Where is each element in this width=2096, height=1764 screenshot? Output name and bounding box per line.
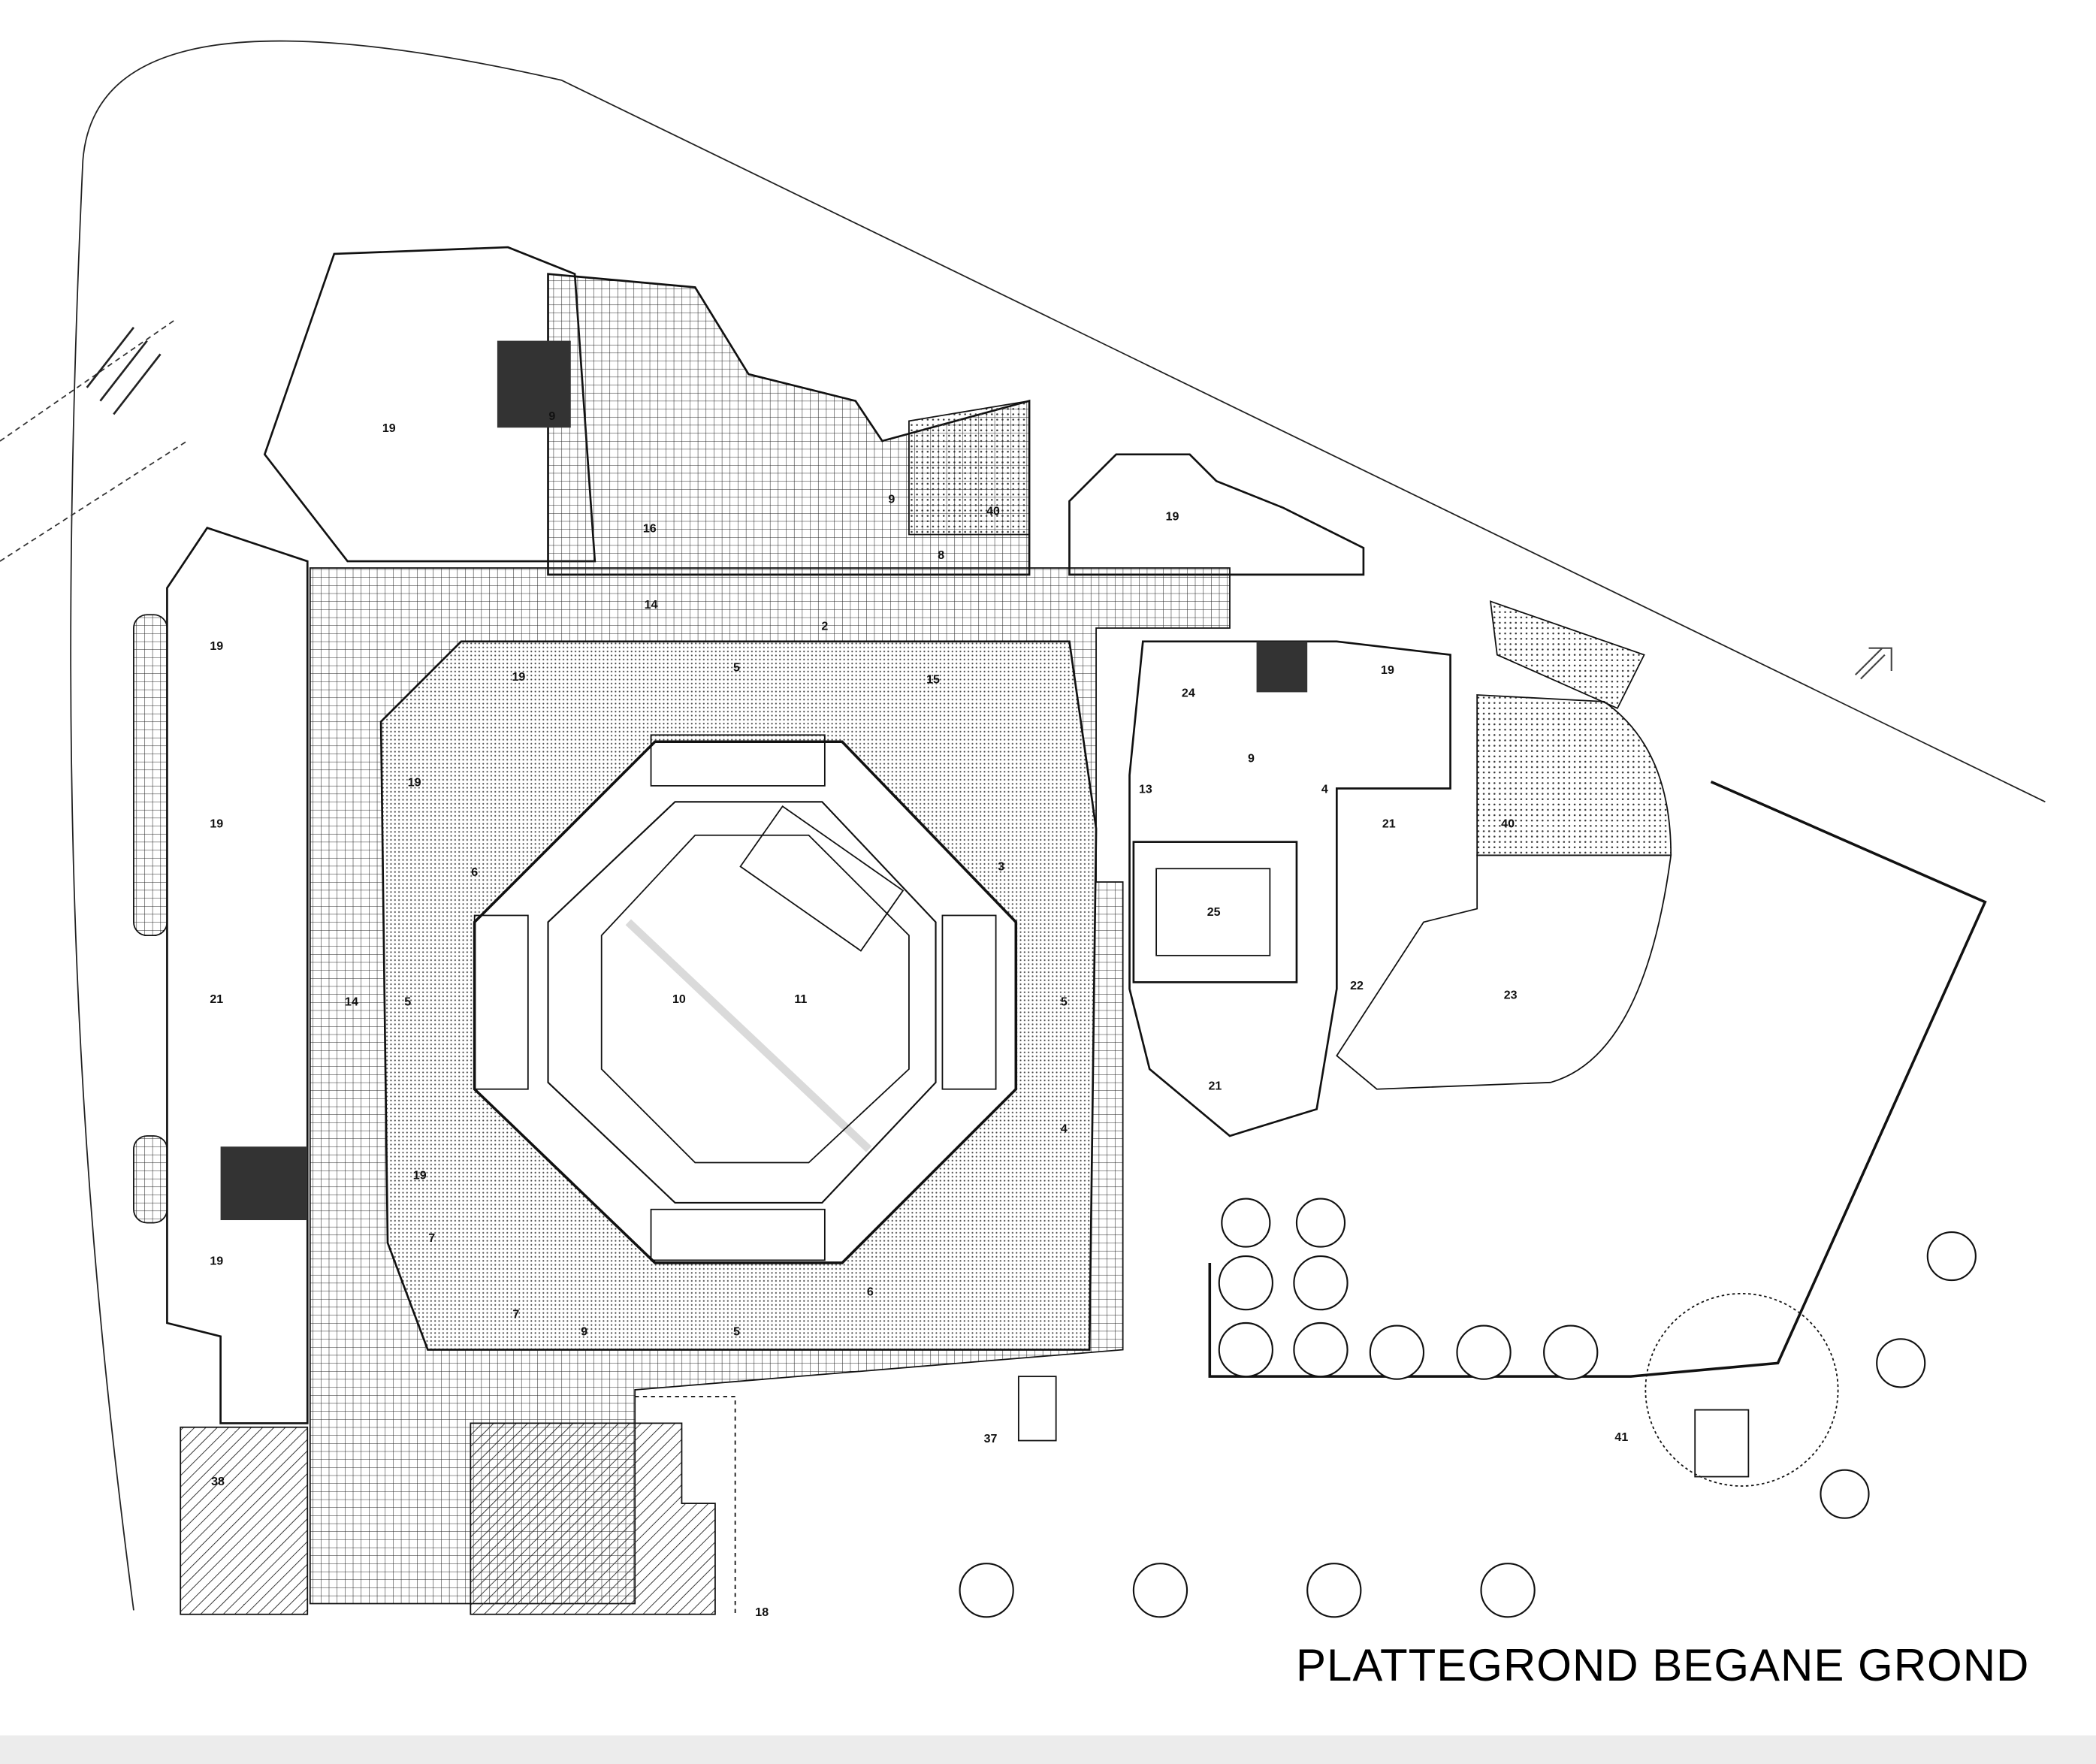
room-label: 19 bbox=[210, 640, 223, 653]
room-label: 10 bbox=[672, 993, 686, 1006]
room-label: 19 bbox=[408, 777, 421, 790]
room-label: 19 bbox=[210, 1255, 223, 1267]
room-label: 19 bbox=[382, 422, 396, 435]
room-label: 19 bbox=[210, 818, 223, 831]
room-label: 19 bbox=[1381, 664, 1394, 677]
room-label: 8 bbox=[938, 549, 944, 562]
room-label: 6 bbox=[867, 1285, 874, 1298]
room-label: 11 bbox=[794, 993, 807, 1006]
room-label: 14 bbox=[345, 995, 358, 1008]
room-label: 41 bbox=[1614, 1431, 1628, 1444]
room-label: 9 bbox=[888, 494, 895, 506]
room-label: 19 bbox=[1166, 511, 1179, 524]
auditorium-inner bbox=[547, 801, 937, 1204]
room-label: 40 bbox=[1501, 818, 1515, 831]
room-label: 7 bbox=[428, 1232, 435, 1245]
room-label: 7 bbox=[512, 1309, 519, 1321]
room-label: 15 bbox=[926, 674, 940, 687]
parking-stripes bbox=[86, 326, 162, 415]
west-wing bbox=[166, 527, 309, 1424]
room-label: 5 bbox=[1061, 995, 1068, 1008]
north-building bbox=[263, 246, 596, 563]
room-label: 9 bbox=[1248, 753, 1255, 766]
room-label: 21 bbox=[1382, 818, 1396, 831]
room-label: 3 bbox=[998, 861, 1004, 874]
room-label: 2 bbox=[821, 620, 828, 633]
pond-40-east bbox=[1476, 694, 1672, 856]
room-label: 5 bbox=[733, 662, 740, 675]
trees bbox=[959, 1198, 1977, 1618]
plan-title: PLATTEGROND BEGANE GROND bbox=[1296, 1640, 2030, 1690]
footer-bar bbox=[0, 1735, 2096, 1764]
room-label: 21 bbox=[210, 993, 223, 1006]
room-label: 40 bbox=[986, 506, 1000, 518]
room-label: 13 bbox=[1139, 783, 1152, 796]
room-label: 9 bbox=[548, 410, 555, 423]
room-label: 4 bbox=[1321, 783, 1328, 796]
room-label: 9 bbox=[581, 1326, 587, 1339]
room-label: 21 bbox=[1209, 1080, 1222, 1092]
room-label: 4 bbox=[1061, 1122, 1068, 1135]
room-label: 19 bbox=[413, 1170, 427, 1183]
hatched-area-38 bbox=[180, 1426, 309, 1615]
room-label: 6 bbox=[471, 866, 478, 879]
room-label: 38 bbox=[211, 1476, 225, 1488]
room-label: 37 bbox=[984, 1433, 998, 1445]
pond-40 bbox=[908, 400, 1030, 536]
room-label: 22 bbox=[1350, 980, 1364, 992]
room-label: 25 bbox=[1207, 906, 1221, 919]
room-label: 16 bbox=[643, 523, 657, 536]
room-label: 5 bbox=[733, 1326, 740, 1339]
hatched-area bbox=[470, 1422, 716, 1615]
room-label: 19 bbox=[512, 671, 525, 684]
room-label: 5 bbox=[404, 995, 411, 1008]
room-label: 24 bbox=[1182, 687, 1195, 699]
north-arrow-icon bbox=[1854, 647, 1892, 680]
room-label: 18 bbox=[755, 1606, 769, 1619]
auditorium-stage bbox=[600, 834, 910, 1164]
site-boundary bbox=[70, 40, 2046, 1611]
garden-wall bbox=[1208, 780, 1987, 1378]
room-label: 23 bbox=[1504, 989, 1518, 1001]
room-label: 14 bbox=[645, 599, 658, 612]
